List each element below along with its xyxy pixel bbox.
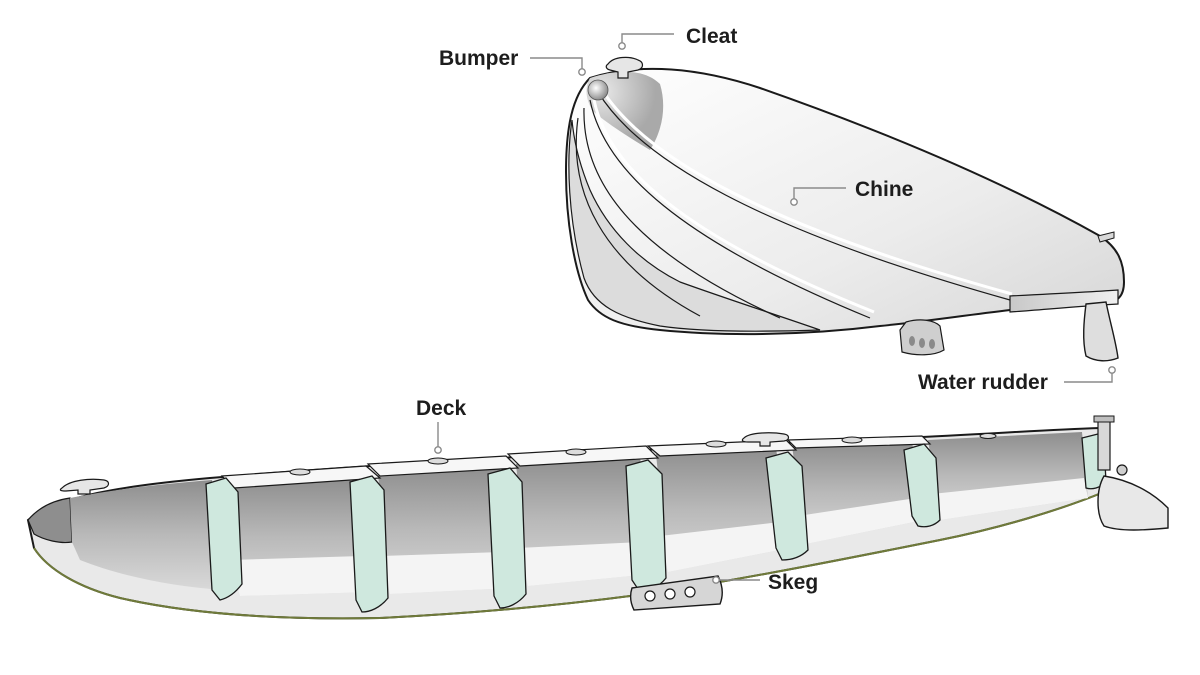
chine-label: Chine <box>855 178 913 201</box>
lower-waterline <box>33 491 1105 620</box>
deck-panel-4 <box>646 439 798 457</box>
hatch-cover <box>289 468 311 476</box>
bulkhead <box>903 443 941 528</box>
bulkhead <box>765 451 809 561</box>
floor-2 <box>380 552 512 594</box>
stern-post <box>1097 419 1111 471</box>
vent-hole <box>929 339 935 349</box>
lower-bow-interior <box>70 480 222 590</box>
hatch-cover <box>565 448 587 456</box>
chine-leader-dot <box>790 198 798 206</box>
vent-hole <box>919 338 925 348</box>
deck-panel-3 <box>506 445 660 467</box>
chine-leader <box>793 187 846 202</box>
skeg-label: Skeg <box>768 571 818 594</box>
skeg <box>629 575 723 611</box>
floor-4 <box>660 522 790 572</box>
lower-float <box>26 415 1169 620</box>
skeg-hole <box>684 586 696 598</box>
upper-stern <box>1009 289 1119 313</box>
water-rudder-leader-dot <box>1108 366 1116 374</box>
callout-labels: Cleat Bumper Chine Water rudder Deck Ske… <box>416 25 1048 594</box>
stern-rudder <box>1097 475 1169 531</box>
bumper <box>587 79 609 101</box>
vent-hole <box>909 336 915 346</box>
upper-keel-side <box>568 119 821 332</box>
leader-lines <box>434 33 1116 584</box>
chine-strake-4 <box>575 117 701 317</box>
mid-cleat <box>741 432 790 447</box>
bulkhead <box>349 475 389 613</box>
bulkhead <box>487 467 527 609</box>
cleat-label: Cleat <box>686 25 737 48</box>
water-rudder-label: Water rudder <box>918 371 1048 394</box>
bow-cleat <box>59 478 110 495</box>
chine-strake-2-hl <box>592 99 875 314</box>
deck-label: Deck <box>416 397 467 420</box>
skeg-leader-dot <box>712 576 720 584</box>
hatch-cover <box>841 436 863 444</box>
chine-strake-1 <box>597 91 1011 301</box>
bumper-leader <box>530 57 583 72</box>
bulkhead <box>205 477 243 601</box>
upper-step <box>899 319 945 356</box>
skeg-hole <box>664 588 676 600</box>
floor-3 <box>518 542 652 586</box>
water-rudder-leader <box>1064 370 1113 383</box>
upper-cleat <box>605 56 644 79</box>
deck-leader-dot <box>434 446 442 454</box>
chine-strake-1-hl <box>600 89 1013 296</box>
upper-hull <box>564 67 1126 336</box>
hatch-cover <box>705 440 727 448</box>
floor-6 <box>932 478 1088 520</box>
stern-post-cap <box>1093 415 1115 423</box>
skeg-hole <box>644 590 656 602</box>
chine-strake-2 <box>589 99 871 319</box>
stern-fitting <box>1097 231 1115 243</box>
floor-1 <box>230 556 372 596</box>
rudder-pivot <box>1116 464 1128 476</box>
cleat-leader-dot <box>618 42 626 50</box>
hatch-cover <box>427 457 449 465</box>
deck-panel-2 <box>366 455 520 477</box>
floor-5 <box>798 498 924 544</box>
cleat-leader <box>621 33 674 46</box>
chine-strake-3 <box>583 107 781 319</box>
bumper-leader-dot <box>578 68 586 76</box>
hatch-cover <box>979 433 997 439</box>
upper-float <box>564 56 1126 362</box>
bumper-label: Bumper <box>439 47 518 70</box>
water-rudder <box>1083 301 1119 362</box>
bulkhead <box>625 459 667 593</box>
